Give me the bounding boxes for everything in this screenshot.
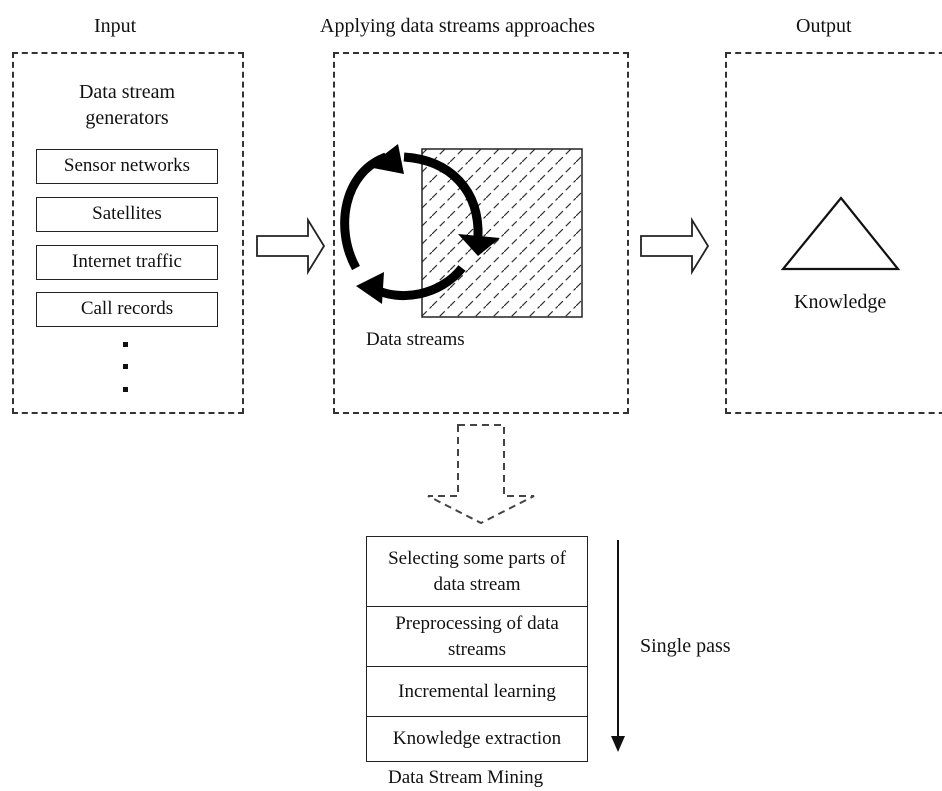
source-sensor-networks: Sensor networks [36, 149, 218, 184]
output-title: Output [796, 15, 852, 37]
ellipsis-dot [123, 387, 128, 392]
source-satellites: Satellites [36, 197, 218, 232]
knowledge-caption: Knowledge [794, 291, 887, 313]
process-panel [333, 52, 629, 414]
input-panel [12, 52, 244, 414]
mining-step-line: Selecting some parts of [388, 547, 566, 569]
mining-step: Knowledge extraction [367, 717, 587, 761]
mining-step-line: data stream [433, 573, 521, 595]
source-internet-traffic: Internet traffic [36, 245, 218, 280]
mining-step: Preprocessing of data streams [367, 607, 587, 667]
mining-step-line: Preprocessing of data [395, 612, 559, 634]
cycle-arrowhead [356, 272, 384, 304]
mining-caption: Data Stream Mining [388, 767, 544, 788]
single-pass-label: Single pass [640, 635, 731, 657]
knowledge-triangle-icon [780, 196, 901, 271]
mining-step: Selecting some parts of data stream [367, 537, 587, 607]
generators-title-line2: generators [85, 107, 169, 129]
output-panel [725, 52, 942, 414]
cycle-arrowhead [458, 234, 500, 256]
dashed-down-arrow [427, 424, 535, 525]
flow-arrow-right [640, 216, 710, 276]
data-streams-caption: Data streams [366, 329, 465, 350]
ellipsis-dot [123, 342, 128, 347]
input-title: Input [94, 15, 137, 37]
mining-steps-stack: Selecting some parts of data stream Prep… [366, 536, 588, 762]
source-call-records: Call records [36, 292, 218, 327]
cycle-arrowhead [368, 144, 404, 174]
mining-step-line: Incremental learning [398, 680, 556, 702]
mining-step: Incremental learning [367, 667, 587, 717]
mining-step-line: streams [447, 638, 507, 660]
process-title: Applying data streams approaches [320, 15, 595, 37]
flow-arrow-right [256, 216, 326, 276]
mining-step-line: Knowledge extraction [392, 728, 562, 749]
generators-title: Data stream generators [36, 80, 218, 130]
ellipsis-dot [123, 364, 128, 369]
single-pass-arrowhead [611, 736, 625, 752]
generators-title-line1: Data stream [78, 81, 176, 103]
